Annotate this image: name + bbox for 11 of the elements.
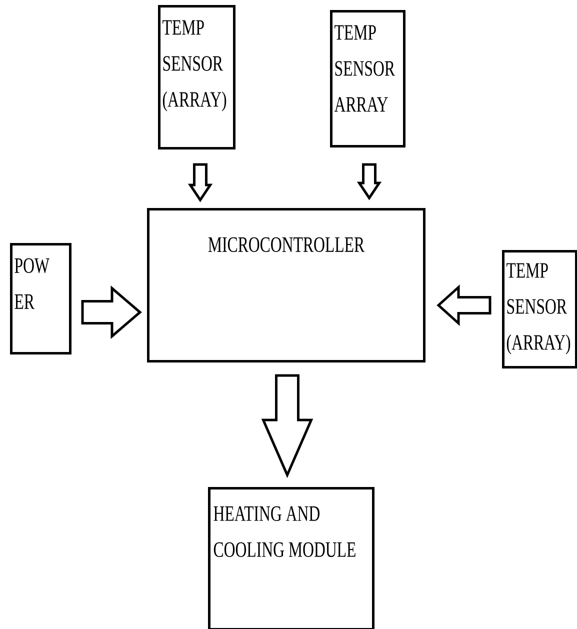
sensor-box: TEMP SENSOR (ARRAY) <box>502 250 577 368</box>
block-arrow <box>188 163 213 202</box>
block-arrow <box>261 374 314 478</box>
sensor-box: TEMP SENSOR ARRAY <box>330 10 406 148</box>
block-arrow <box>356 163 382 200</box>
power-box: POW ER <box>10 243 72 354</box>
block-arrow <box>436 284 492 326</box>
sensor-box: TEMP SENSOR (ARRAY) <box>158 5 236 150</box>
module-box: HEATING AND COOLING MODULE <box>208 487 374 629</box>
controller-box: MICROCONTROLLER <box>147 208 426 362</box>
block-arrow <box>81 286 142 339</box>
